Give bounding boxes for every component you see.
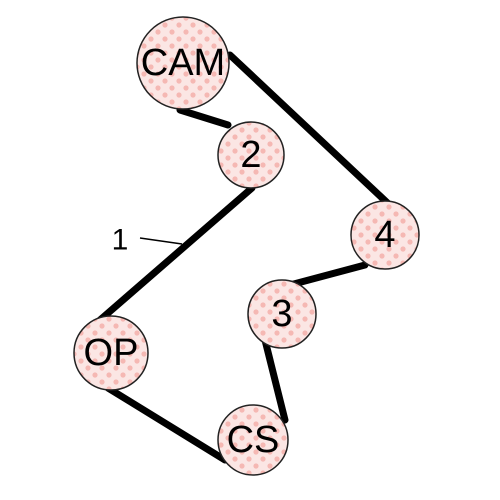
callout-number: 1 <box>112 224 129 257</box>
pulley-op: OP <box>73 315 149 391</box>
pulley-4-circle <box>350 200 420 270</box>
belt-segment-3-to-cs <box>261 336 289 424</box>
pulley-2-circle <box>217 121 285 189</box>
belt-segment-cam-to-4 <box>226 51 399 214</box>
pulley-2-label: 2 <box>240 134 261 176</box>
belt-segment-cs-to-op <box>104 384 229 464</box>
pulley-cam-label: CAM <box>141 42 225 84</box>
pulley-4: 4 <box>350 200 420 270</box>
pulley-op-label: OP <box>84 332 139 374</box>
pulley-4-label: 4 <box>374 214 395 256</box>
belt-segment-4-to-3 <box>286 261 369 289</box>
pulley-cs: CS <box>217 404 289 476</box>
pulley-cs-circle <box>217 404 289 476</box>
pulley-2: 2 <box>217 121 285 189</box>
callout-belt: 1 <box>112 224 183 257</box>
pulley-op-circle <box>73 315 149 391</box>
pulley-cam-circle <box>136 16 230 110</box>
belt <box>96 51 399 464</box>
pulley-3: 3 <box>247 279 317 349</box>
pulley-3-label: 3 <box>271 293 292 335</box>
pulley-cam: CAM <box>136 16 230 110</box>
callout-leader-line <box>139 237 183 245</box>
belt-segment-op-to-2 <box>96 184 256 324</box>
pulley-3-circle <box>247 279 317 349</box>
pulley-cs-label: CS <box>227 419 280 461</box>
belt-segment-2-to-cam <box>176 106 232 129</box>
